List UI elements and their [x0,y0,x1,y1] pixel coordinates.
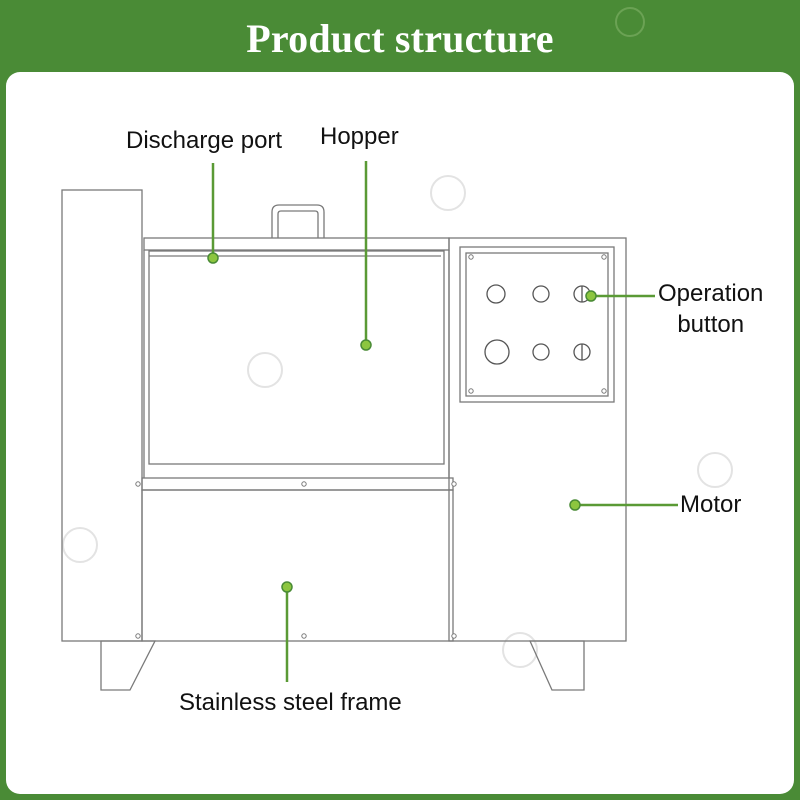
hopper-rail [141,477,454,491]
hopper-label: Hopper [320,123,399,150]
hopper-body [148,250,445,465]
operation-button-label: Operation button [658,280,764,338]
page-title: Product structure [246,15,554,61]
motor-marker [569,499,581,511]
machine-drawing [61,189,627,691]
callout-lines [211,161,678,682]
diagram-panel [6,72,794,794]
callout-dots [207,252,597,593]
discharge-port-label: Discharge port [126,127,283,154]
control-panel [459,246,615,403]
hopper-marker [360,339,372,351]
motor-label: Motor [680,491,742,518]
button-5 [532,343,550,361]
button-4 [484,339,510,365]
button-1 [486,284,506,304]
left-foot [100,640,157,691]
right-foot [528,640,585,691]
screws [135,254,607,639]
lower-frame-panel [141,489,454,642]
operation-button-marker [585,290,597,302]
lid-handle [271,204,325,238]
operation-buttons [484,284,591,365]
left-column [61,189,143,642]
frame-marker [281,581,293,593]
frame-label: Stainless steel frame [179,689,402,716]
watermark-logos [62,7,733,668]
button-2 [532,285,550,303]
lid-strip [143,237,450,251]
discharge-port-marker [207,252,219,264]
